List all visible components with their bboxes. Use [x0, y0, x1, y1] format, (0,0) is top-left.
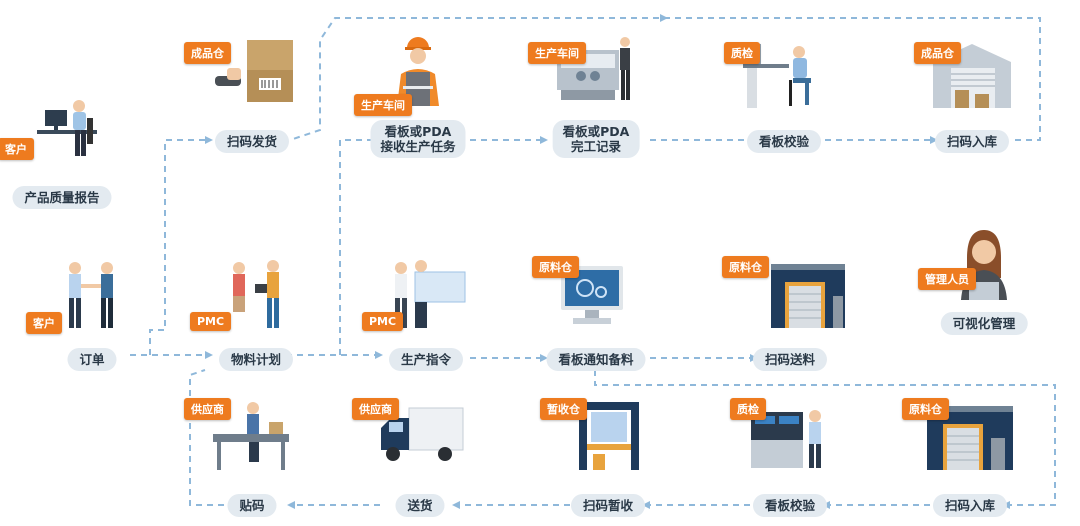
node-tag: PMC — [190, 312, 232, 331]
node-customer-report: 客户 产品质量报告 — [0, 92, 122, 209]
node-tag: PMC — [362, 312, 404, 331]
node-labeling: 供应商 贴码 — [184, 398, 312, 517]
node-label-line2: 接收生产任务 — [380, 139, 456, 154]
planners-icon — [233, 260, 279, 328]
scan-boxes-icon — [215, 40, 293, 102]
manager-icon — [961, 230, 1007, 300]
node-label: 扫码入库 — [932, 494, 1008, 517]
handshake-icon — [69, 262, 113, 328]
arrowhead — [930, 136, 938, 144]
node-tag: 成品仓 — [184, 42, 231, 64]
node-label: 看板通知备料 — [546, 348, 646, 371]
node-label: 看板校验 — [752, 494, 828, 517]
machine-operator-icon — [557, 37, 630, 100]
node-qc-bottom: 质检 看板校验 — [730, 398, 850, 517]
node-label: 扫码发货 — [214, 130, 290, 153]
node-tag: 生产车间 — [528, 42, 586, 64]
node-label: 生产指令 — [388, 348, 464, 371]
node-tag: 客户 — [26, 312, 62, 334]
assembly-line-icon — [213, 402, 289, 470]
node-label: 看板校验 — [746, 130, 822, 153]
node-prep-notice: 原料仓 看板通知备料 — [532, 256, 656, 371]
node-label: 看板或PDA 完工记录 — [552, 120, 640, 158]
node-prod-order: PMC 生产指令 — [362, 258, 486, 371]
node-tag: 暂收仓 — [540, 398, 587, 420]
connector-prodorder-up — [339, 139, 375, 355]
arrowhead — [642, 501, 650, 509]
node-completion: 生产车间 看板或PDA 完工记录 — [528, 34, 656, 158]
node-tag: 原料仓 — [902, 398, 949, 420]
arrowhead — [540, 354, 548, 362]
node-label: 可视化管理 — [940, 312, 1028, 335]
node-label: 扫码入库 — [934, 130, 1010, 153]
rack-icon — [579, 402, 639, 470]
node-tag: 成品仓 — [914, 42, 961, 64]
connector-bottom-loop — [594, 370, 1056, 506]
node-tag: 客户 — [0, 138, 34, 160]
node-label: 产品质量报告 — [12, 186, 112, 209]
node-ship-scan: 成品仓 扫码发货 — [184, 38, 312, 153]
node-qc-top: 质检 看板校验 — [724, 38, 844, 153]
node-label: 扫码暂收 — [570, 494, 646, 517]
node-label: 订单 — [67, 348, 117, 371]
node-temp-receive: 暂收仓 扫码暂收 — [540, 398, 668, 517]
node-label: 物料计划 — [218, 348, 294, 371]
node-tag: 供应商 — [184, 398, 231, 420]
node-tag: 质检 — [724, 42, 760, 64]
node-visual-mgmt: 管理人员 可视化管理 — [918, 228, 1044, 338]
arrowhead — [540, 136, 548, 144]
node-label-line1: 看板或PDA — [384, 124, 452, 139]
node-tag: 供应商 — [352, 398, 399, 420]
warehouse-icon — [771, 264, 845, 328]
inspector-icon — [743, 44, 811, 108]
warehouse-icon — [927, 406, 1013, 470]
node-tag: 质检 — [730, 398, 766, 420]
arrowhead — [287, 501, 295, 509]
node-label: 看板或PDA 接收生产任务 — [370, 120, 466, 158]
connector-top-return — [289, 17, 1041, 141]
arrowhead — [205, 136, 213, 144]
node-prod-task: 生产车间 看板或PDA 接收生产任务 — [354, 34, 478, 158]
connector-bottom-row — [189, 369, 930, 506]
node-label-line2: 完工记录 — [570, 139, 621, 154]
node-label-line1: 看板或PDA — [562, 124, 630, 139]
connector-order-up — [149, 139, 205, 355]
node-label: 扫码送料 — [752, 348, 828, 371]
arrowhead — [452, 501, 460, 509]
node-material-send: 原料仓 扫码送料 — [722, 256, 850, 371]
node-label: 送货 — [395, 494, 445, 517]
node-tag: 管理人员 — [918, 268, 976, 290]
node-label: 贴码 — [227, 494, 277, 517]
inspector-icon — [751, 410, 821, 468]
arrowhead — [660, 14, 668, 22]
truck-icon — [381, 407, 464, 461]
node-tag: 原料仓 — [532, 256, 579, 278]
node-tag: 生产车间 — [354, 94, 412, 116]
node-material-plan: PMC 物料计划 — [190, 258, 316, 371]
node-order: 客户 订单 — [26, 258, 152, 371]
arrowhead — [375, 351, 383, 359]
node-warehouse-in-top: 成品仓 扫码入库 — [912, 38, 1032, 153]
node-warehouse-in-bottom: 原料仓 扫码入库 — [902, 398, 1030, 517]
desk-worker-icon — [37, 100, 97, 156]
node-tag: 原料仓 — [722, 256, 769, 278]
arrowhead — [205, 351, 213, 359]
node-delivery: 供应商 送货 — [352, 398, 480, 517]
